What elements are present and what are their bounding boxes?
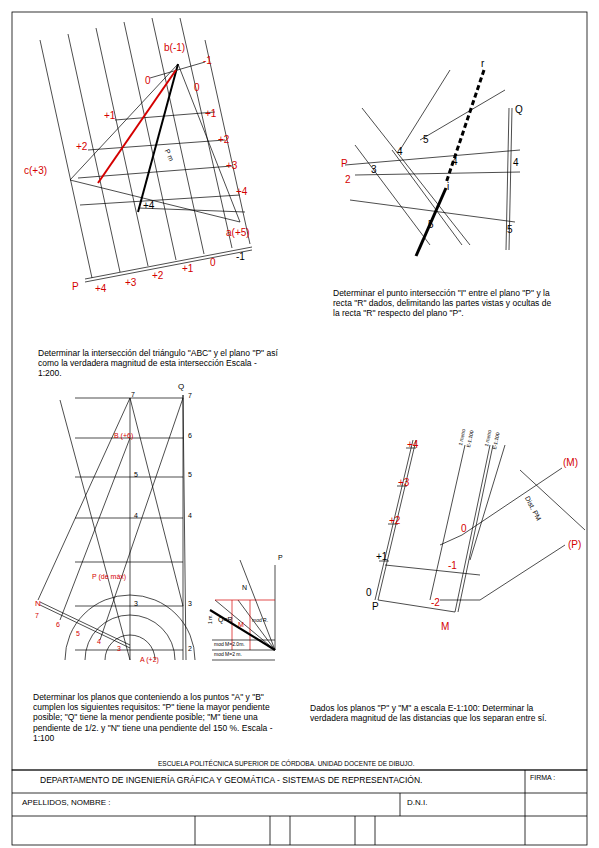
point-label: b(-1) bbox=[164, 42, 185, 53]
scale-note: 1 metro bbox=[484, 429, 493, 447]
level-number: 0 bbox=[145, 75, 151, 86]
form-field: APELLIDOS, NOMBRE : bbox=[22, 799, 110, 808]
level-number: 7 bbox=[131, 391, 135, 399]
dimension: mod M=2 m. bbox=[214, 652, 242, 658]
plane-label: N bbox=[242, 584, 247, 592]
scale-note: E-1:100 bbox=[466, 430, 475, 448]
level-number: +1 bbox=[104, 110, 115, 121]
plane-label: M bbox=[441, 621, 449, 632]
level-number: +3 bbox=[226, 160, 237, 171]
level-number: -1 bbox=[448, 560, 457, 571]
level-number: 2 bbox=[345, 174, 351, 185]
level-number: 5 bbox=[423, 134, 429, 145]
plane-label: Q=R bbox=[218, 616, 233, 624]
plane-label: N bbox=[35, 600, 41, 609]
plane-label: (M) bbox=[563, 457, 578, 468]
level-number: 0 bbox=[210, 257, 216, 268]
line-label: P m bbox=[163, 148, 175, 162]
level-number: 0 bbox=[194, 82, 200, 93]
title-block bbox=[12, 770, 587, 845]
level-number: -1 bbox=[236, 251, 245, 262]
level-number: 4 bbox=[134, 512, 138, 520]
level-number: +2 bbox=[152, 270, 163, 281]
level-number: 5 bbox=[188, 471, 192, 479]
level-number: +4 bbox=[143, 200, 154, 211]
level-number: 6 bbox=[56, 621, 60, 629]
dimension: mod M=2.0m. bbox=[214, 642, 245, 648]
level-number: 5 bbox=[76, 630, 80, 638]
level-number: 6 bbox=[188, 432, 192, 440]
exercise-statement: Determinar el punto intersección "I" ent… bbox=[333, 288, 558, 319]
level-number: 4 bbox=[97, 638, 101, 646]
level-number: +2 bbox=[389, 515, 400, 526]
level-number: 3 bbox=[371, 164, 377, 175]
dimension: Dist. PM bbox=[523, 495, 542, 522]
line-label: r bbox=[481, 58, 484, 69]
plane-label: P bbox=[72, 281, 79, 292]
plane-label: P bbox=[278, 554, 283, 562]
level-number: 3 bbox=[188, 600, 192, 608]
level-number: 5 bbox=[428, 219, 434, 230]
form-field: FIRMA : bbox=[530, 774, 555, 782]
level-number: 3 bbox=[134, 600, 138, 608]
level-number: 0 bbox=[461, 523, 467, 534]
level-number: 4 bbox=[513, 157, 519, 168]
point-label: A (+2) bbox=[140, 656, 159, 664]
level-number: 4 bbox=[188, 512, 192, 520]
scale-note: E-1:100 bbox=[492, 432, 501, 450]
level-number: +4 bbox=[407, 439, 418, 450]
plane-label: P bbox=[372, 601, 379, 612]
exercise-statement: Dados los planos "P" y "M" a escala E-1:… bbox=[310, 703, 560, 723]
plane-label: P bbox=[341, 158, 348, 169]
level-number: 4 bbox=[397, 146, 403, 157]
level-number: +1 bbox=[376, 551, 387, 562]
plane-label: Q bbox=[178, 383, 184, 392]
point-label: i bbox=[447, 181, 449, 192]
level-number: +2 bbox=[76, 141, 87, 152]
department-name: DEPARTAMENTO DE INGENIERÍA GRÁFICA Y GEO… bbox=[40, 776, 422, 785]
level-number: +1 bbox=[205, 108, 216, 119]
figure-slope-planes bbox=[38, 395, 275, 660]
plane-label: P (de máx) bbox=[92, 573, 126, 581]
school-name: ESCUELA POLITÉCNICA SUPERIOR DE CÓRDOBA.… bbox=[158, 760, 414, 767]
point-label: c(+3) bbox=[24, 165, 47, 176]
level-number: 5 bbox=[134, 471, 138, 479]
plane-label: Q bbox=[515, 104, 523, 115]
plane-label: (P) bbox=[568, 539, 581, 550]
point-label: B (+6) bbox=[114, 432, 133, 440]
level-number: -2 bbox=[431, 597, 440, 608]
level-number: 0 bbox=[366, 587, 372, 598]
exercise-statement: Determinar la intersección del triángulo… bbox=[38, 348, 278, 379]
level-number: +4 bbox=[95, 283, 106, 294]
exercise-statement: Determinar los planos que conteniendo a … bbox=[33, 692, 273, 743]
level-number: -1 bbox=[203, 55, 212, 66]
sheet-frame bbox=[12, 12, 587, 770]
level-number: 2 bbox=[188, 645, 192, 653]
figure-line-plane bbox=[345, 70, 520, 256]
point-label: a(+5) bbox=[226, 227, 250, 238]
level-number: +4 bbox=[236, 186, 247, 197]
level-number: 3 bbox=[117, 645, 121, 653]
plane-label: M bbox=[238, 621, 244, 629]
level-number: +3 bbox=[125, 277, 136, 288]
level-number: 5 bbox=[507, 224, 513, 235]
level-number: +1 bbox=[182, 263, 193, 274]
figure-plane-distance bbox=[375, 440, 585, 612]
dimension: 1 m. bbox=[208, 614, 214, 624]
level-number: +2 bbox=[218, 134, 229, 145]
form-field: D.N.I. bbox=[407, 799, 427, 808]
dimension: mod R. bbox=[252, 618, 268, 624]
level-number: 7 bbox=[35, 612, 39, 620]
level-number: +3 bbox=[398, 477, 409, 488]
level-number: 4 bbox=[452, 156, 458, 167]
level-number: 7 bbox=[188, 392, 192, 400]
figure-plane-triangle bbox=[40, 18, 252, 282]
